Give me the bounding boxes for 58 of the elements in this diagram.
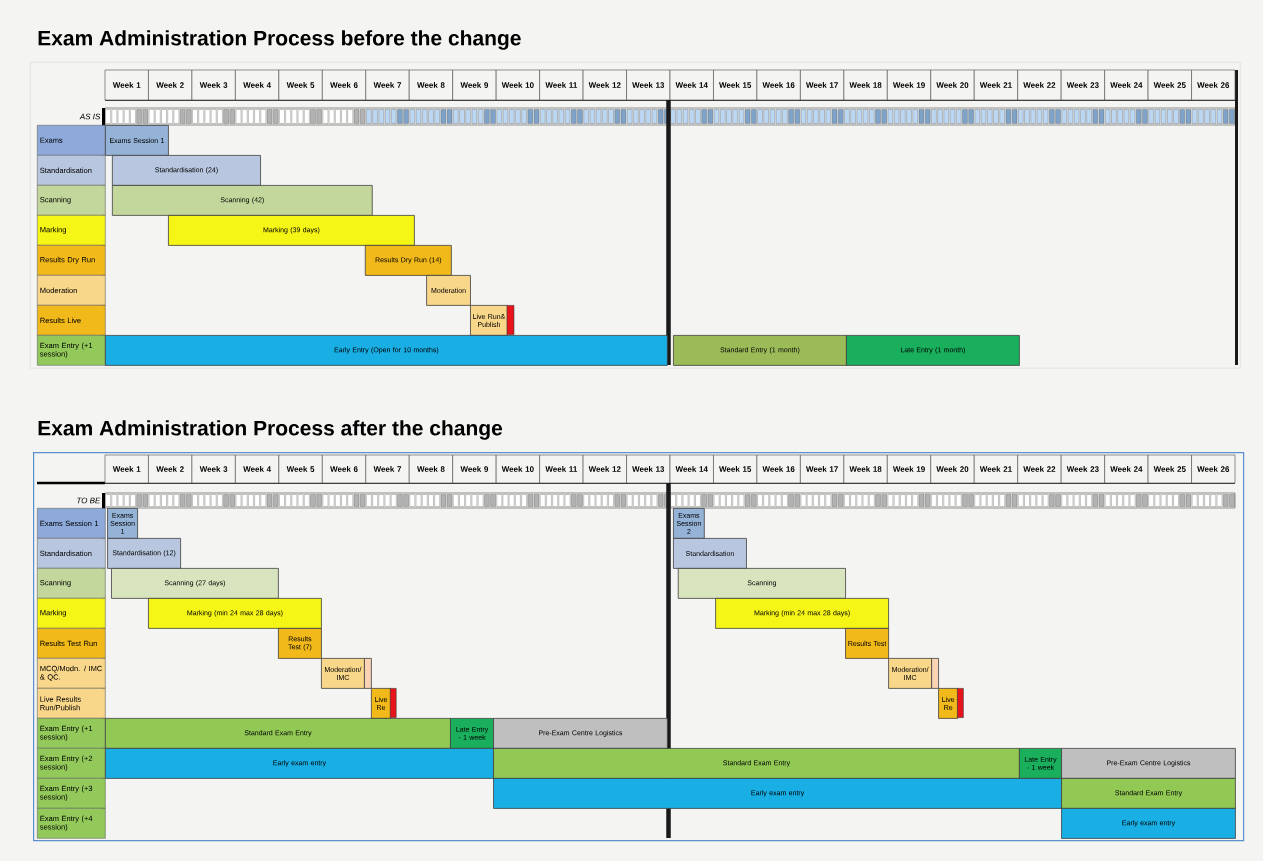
header-cell: Week 22: [1017, 69, 1062, 101]
header-cell: Week 24: [1104, 454, 1149, 484]
header-cell: Week 19: [887, 454, 932, 484]
heading: Exam Administration Process after the change: [38, 420, 503, 440]
strip-label: AS IS: [79, 113, 101, 120]
header-cell: Week 26: [1191, 454, 1236, 484]
header-cell: Week 16: [756, 454, 801, 484]
header-cell: Week 21: [973, 454, 1018, 484]
header-cell: Week 11: [539, 69, 584, 101]
header-cell: Week 7: [365, 69, 410, 101]
header-cell: Week 25: [1147, 454, 1192, 484]
header-cell: Week 3: [191, 454, 236, 484]
header-cell: Week 13: [626, 69, 671, 101]
header-cell: Week 8: [408, 454, 453, 484]
header-cell: Week 9: [452, 69, 497, 101]
header-cell: Week 18: [843, 454, 888, 484]
header-cell: Week 2: [148, 69, 193, 101]
heading: Exam Administration Process before the change: [38, 30, 521, 50]
header-cell: Week 24: [1104, 69, 1149, 101]
header-cell: Week 22: [1017, 454, 1062, 484]
header-cell: Week 5: [278, 454, 323, 484]
header-cell: Week 25: [1147, 69, 1192, 101]
header-cell: Week 20: [930, 454, 975, 484]
header-cell: Week 5: [278, 69, 323, 101]
header-cell: Week 15: [713, 454, 758, 484]
header-cell: Week 4: [235, 454, 280, 484]
header-cell: Week 15: [713, 69, 758, 101]
header-cell: Week 17: [800, 454, 845, 484]
header-cell: Week 14: [669, 454, 714, 484]
header-cell: Week 12: [582, 69, 627, 101]
header-cell: Week 6: [322, 454, 367, 484]
header-cell: Week 20: [930, 69, 975, 101]
task-bar: [364, 658, 372, 689]
header-cell: Week 17: [800, 69, 845, 101]
header-cell: Week 8: [408, 69, 453, 101]
header-cell: Week 19: [887, 69, 932, 101]
header-cell: Week 10: [495, 454, 540, 484]
header-cell: Week 3: [191, 69, 236, 101]
strip-label: TO BE: [77, 497, 101, 504]
header-cell: Week 2: [148, 454, 193, 484]
header-cell: Week 23: [1060, 69, 1105, 101]
header-cell: Week 4: [235, 69, 280, 101]
header-cell: Week 10: [495, 69, 540, 101]
header-cell: Week 23: [1060, 454, 1105, 484]
header-cell: Week 9: [452, 454, 497, 484]
task-bar: [931, 658, 939, 689]
header-cell: Week 18: [843, 69, 888, 101]
header-cell: Week 14: [669, 69, 714, 101]
header-cell: Week 26: [1191, 69, 1236, 101]
header-cell: Week 1: [104, 69, 149, 101]
header-cell: Week 11: [539, 454, 584, 484]
header-cell: Week 12: [582, 454, 627, 484]
header-cell: Week 16: [756, 69, 801, 101]
header-cell: Week 7: [365, 454, 410, 484]
header-cell: Week 13: [626, 454, 671, 484]
header-cell: Week 6: [322, 69, 367, 101]
header-cell: Week 21: [973, 69, 1018, 101]
header-cell: Week 1: [104, 454, 149, 484]
